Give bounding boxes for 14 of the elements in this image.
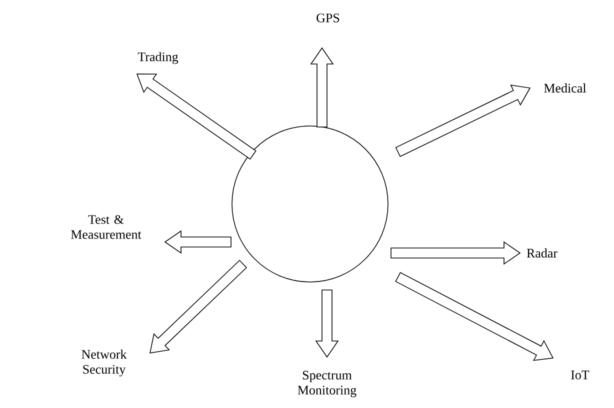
arrow [310, 47, 334, 128]
arrow [390, 241, 521, 265]
arrow [164, 230, 232, 254]
node-label: Spectrum Monitoring [298, 370, 356, 398]
arrow [315, 290, 339, 358]
node-label: Trading [138, 52, 178, 64]
hub-circle [232, 126, 388, 282]
node-label: IoT [571, 370, 590, 380]
node-label: Medical [544, 83, 586, 93]
arrow [395, 272, 554, 361]
node-label: GPS [316, 14, 340, 22]
node-label: Test & Measurement [71, 215, 142, 239]
node-label: Network Security [82, 350, 127, 376]
node-label: Radar [526, 248, 558, 258]
